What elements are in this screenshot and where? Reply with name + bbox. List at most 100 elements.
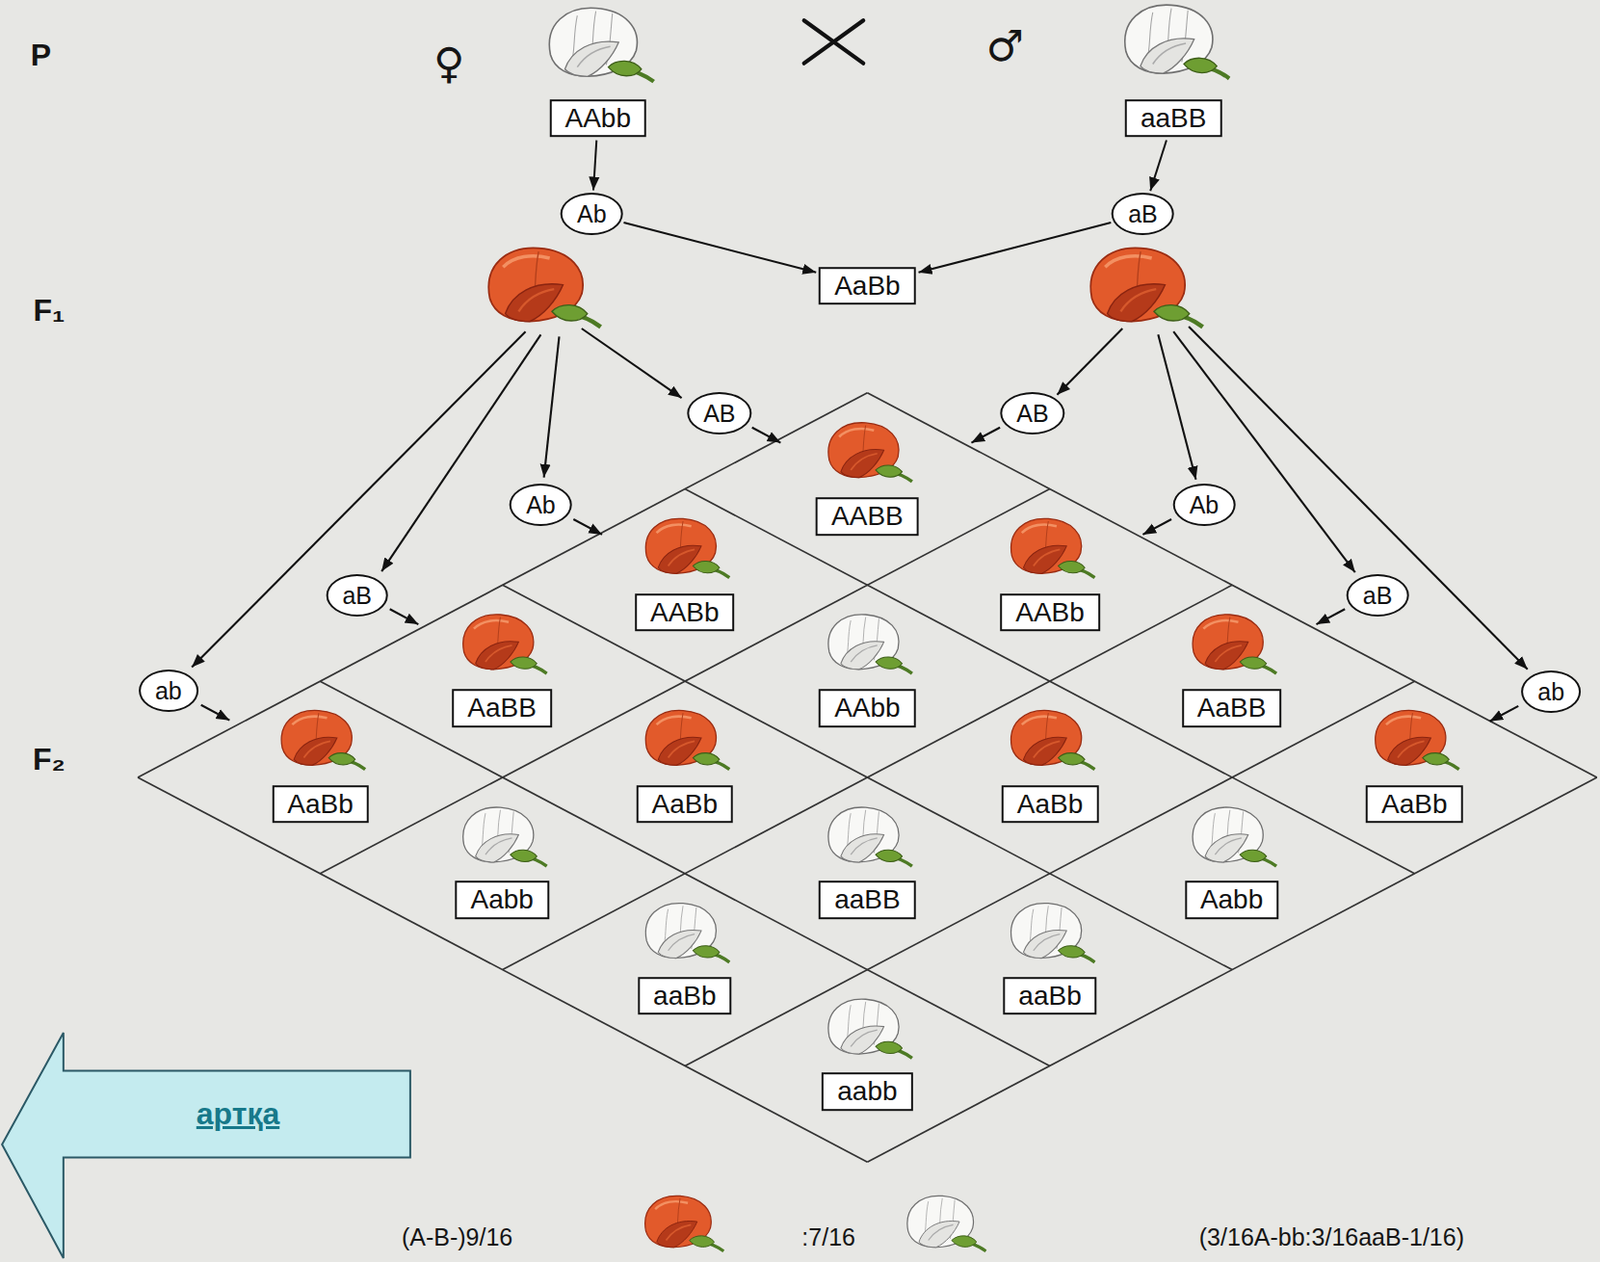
arrow-line xyxy=(1173,331,1356,573)
genotype-text: AAbb xyxy=(565,102,632,135)
parent-genotype-box: AAbb xyxy=(550,99,648,138)
gamete-circle: Ab xyxy=(1173,483,1236,526)
arrow-line xyxy=(201,705,231,721)
genotype-text: AABb xyxy=(650,596,720,630)
genotype-text: Aabb xyxy=(1200,884,1263,918)
gamete-circle: AB xyxy=(686,392,752,435)
white-flower xyxy=(1011,903,1096,963)
grid-line xyxy=(866,777,1597,1162)
genotype-text: AABb xyxy=(1015,596,1085,630)
back-text-holder: артқа xyxy=(63,1070,413,1157)
genotype-text: Aabb xyxy=(470,884,533,918)
gamete-circle: aB xyxy=(1346,574,1410,617)
genotype-text: AABB xyxy=(831,499,904,533)
red-flower xyxy=(1090,247,1203,327)
arrow-line xyxy=(752,427,782,444)
f1-genotype-box: AaBb xyxy=(818,266,917,306)
arrow-line xyxy=(970,427,1000,444)
ratio-text: :7/16 xyxy=(801,1224,856,1252)
generation-label: F₁ xyxy=(32,293,65,328)
genotype-text: aaBb xyxy=(1018,979,1081,1013)
arrow-line xyxy=(390,608,420,625)
cross-sign xyxy=(804,20,864,63)
white-flower xyxy=(1192,807,1277,866)
gamete-text: AB xyxy=(1016,398,1049,428)
gamete-arrows xyxy=(191,326,1528,722)
generation-label: P xyxy=(30,39,52,74)
genotype-text: aabb xyxy=(837,1075,897,1109)
f2-genotype-box: aaBB xyxy=(818,881,917,920)
back-arrow-outline xyxy=(1,1032,411,1259)
arrow-line xyxy=(1188,326,1528,670)
white-flower xyxy=(828,807,913,866)
genotype-text: AaBb xyxy=(652,787,719,821)
red-flower xyxy=(828,422,913,482)
white-flower xyxy=(907,1195,987,1251)
f2-genotype-box: AABb xyxy=(999,593,1101,632)
generation-label: F₂ xyxy=(32,743,66,778)
genotype-text: aaBB xyxy=(834,884,901,918)
f2-genotype-box: AaBb xyxy=(1001,785,1100,824)
f2-genotype-box: AaBb xyxy=(271,785,369,824)
genotype-text: AAbb xyxy=(834,691,901,725)
gamete-circle: Ab xyxy=(509,483,573,526)
arrow-line xyxy=(573,519,603,535)
cross-stroke xyxy=(804,20,864,63)
male-symbol: ♂ xyxy=(986,22,1024,69)
f2-genotype-box: AABb xyxy=(634,593,735,632)
gamete-text: Ab xyxy=(1189,490,1220,520)
red-flower xyxy=(1011,518,1096,578)
genotype-text: AaBB xyxy=(467,691,537,725)
connector-arrow xyxy=(623,222,816,273)
arrow-line xyxy=(544,336,560,477)
red-flower xyxy=(488,247,601,327)
arrow-line xyxy=(1056,328,1123,395)
f2-genotype-box: AAbb xyxy=(818,688,917,728)
f2-genotype-box: AaBB xyxy=(451,688,552,728)
red-flower xyxy=(1011,709,1096,769)
grid-line xyxy=(684,681,1415,1066)
button-text: артқа xyxy=(196,1096,280,1132)
gamete-text: AB xyxy=(703,398,735,428)
white-flower xyxy=(463,807,548,866)
red-flower xyxy=(281,709,366,769)
ratio-text: (3/16A-bb:3/16aaB-1/16) xyxy=(1199,1224,1465,1252)
gamete-circle: ab xyxy=(138,669,199,712)
grid-line xyxy=(502,584,1233,970)
gamete-circle: aB xyxy=(1111,192,1175,236)
gamete-text: Ab xyxy=(577,199,607,229)
genotype-text: aaBb xyxy=(653,979,716,1013)
f2-genotype-box: AABB xyxy=(815,497,919,536)
parent-genotype-box: aaBB xyxy=(1125,99,1223,138)
white-flower xyxy=(549,7,654,81)
gamete-text: aB xyxy=(341,580,372,610)
f2-genotype-box: AaBb xyxy=(636,785,735,824)
white-flower xyxy=(1125,4,1230,79)
gamete-circle: AB xyxy=(999,392,1065,435)
genotype-text: AaBb xyxy=(1381,787,1448,821)
gamete-circle: ab xyxy=(1521,670,1581,713)
gamete-text: aB xyxy=(1127,199,1158,229)
red-flower xyxy=(645,518,730,578)
punnett-grid xyxy=(137,393,1598,1162)
arrow-line xyxy=(581,328,682,398)
arrow-line xyxy=(191,331,525,667)
red-flower xyxy=(1192,614,1277,674)
connector-arrow xyxy=(918,222,1112,273)
genotype-text: AaBB xyxy=(1197,691,1267,725)
arrow-line xyxy=(1490,706,1520,722)
grid-line xyxy=(319,489,1050,874)
genotype-text: aaBB xyxy=(1140,102,1207,135)
red-flower xyxy=(1375,709,1460,769)
red-flower xyxy=(645,1195,725,1251)
gamete-text: Ab xyxy=(525,490,556,520)
f2-genotype-box: aaBb xyxy=(1002,976,1097,1016)
cross-stroke xyxy=(804,20,864,63)
back-arrow-shape xyxy=(0,1030,413,1260)
female-symbol: ♀ xyxy=(433,39,465,86)
gamete-text: aB xyxy=(1363,580,1393,610)
grid-line xyxy=(502,584,1233,970)
grid-line xyxy=(137,393,867,778)
white-flower xyxy=(828,614,913,674)
white-flower xyxy=(828,998,913,1058)
